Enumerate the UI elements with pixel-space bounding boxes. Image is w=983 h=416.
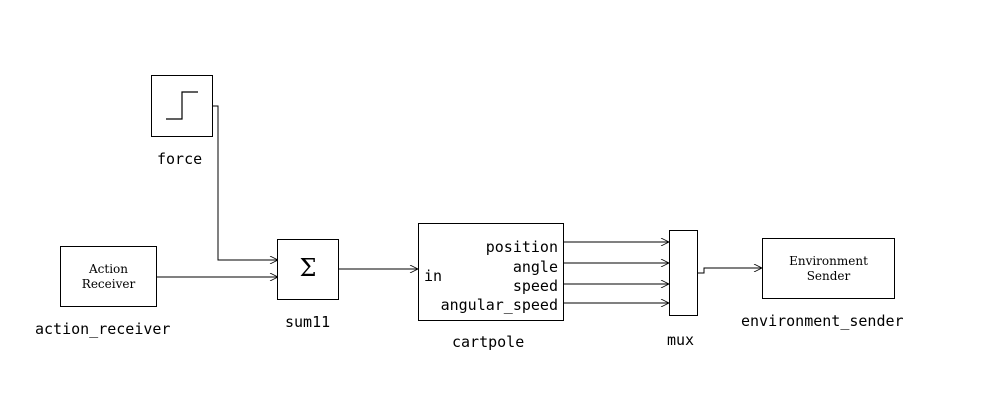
cartpole-output-position: position bbox=[485, 238, 558, 256]
sum-label: sum11 bbox=[285, 313, 331, 331]
cartpole-output-angular-speed: angular_speed bbox=[440, 296, 558, 314]
cartpole-output-speed: speed bbox=[512, 277, 558, 295]
environment-sender-label: environment_sender bbox=[741, 312, 904, 330]
wire-mux-to-environment-sender bbox=[698, 268, 762, 274]
wire-force-to-sum bbox=[212, 105, 278, 260]
mux-label: mux bbox=[667, 331, 695, 349]
cartpole-block[interactable]: in position angle speed angular_speed bbox=[418, 223, 564, 321]
environment-sender-text-line1: Environment bbox=[789, 254, 868, 268]
action-receiver-block[interactable]: Action Receiver bbox=[60, 246, 157, 307]
mux-block[interactable] bbox=[669, 230, 698, 316]
environment-sender-block[interactable]: Environment Sender bbox=[762, 238, 895, 299]
sum-block[interactable]: Σ bbox=[277, 239, 339, 300]
action-receiver-text-line2: Receiver bbox=[81, 277, 136, 291]
force-block[interactable] bbox=[151, 75, 213, 137]
action-receiver-text: Action Receiver bbox=[61, 262, 156, 292]
action-receiver-label: action_receiver bbox=[35, 320, 171, 338]
cartpole-output-angle: angle bbox=[512, 258, 558, 276]
cartpole-input-port: in bbox=[424, 267, 443, 285]
action-receiver-text-line1: Action bbox=[89, 262, 128, 276]
environment-sender-text: Environment Sender bbox=[763, 254, 894, 284]
step-icon bbox=[166, 91, 198, 120]
environment-sender-text-line2: Sender bbox=[806, 269, 851, 283]
force-label: force bbox=[157, 150, 203, 168]
sigma-icon: Σ bbox=[299, 254, 317, 282]
cartpole-label: cartpole bbox=[452, 333, 525, 351]
